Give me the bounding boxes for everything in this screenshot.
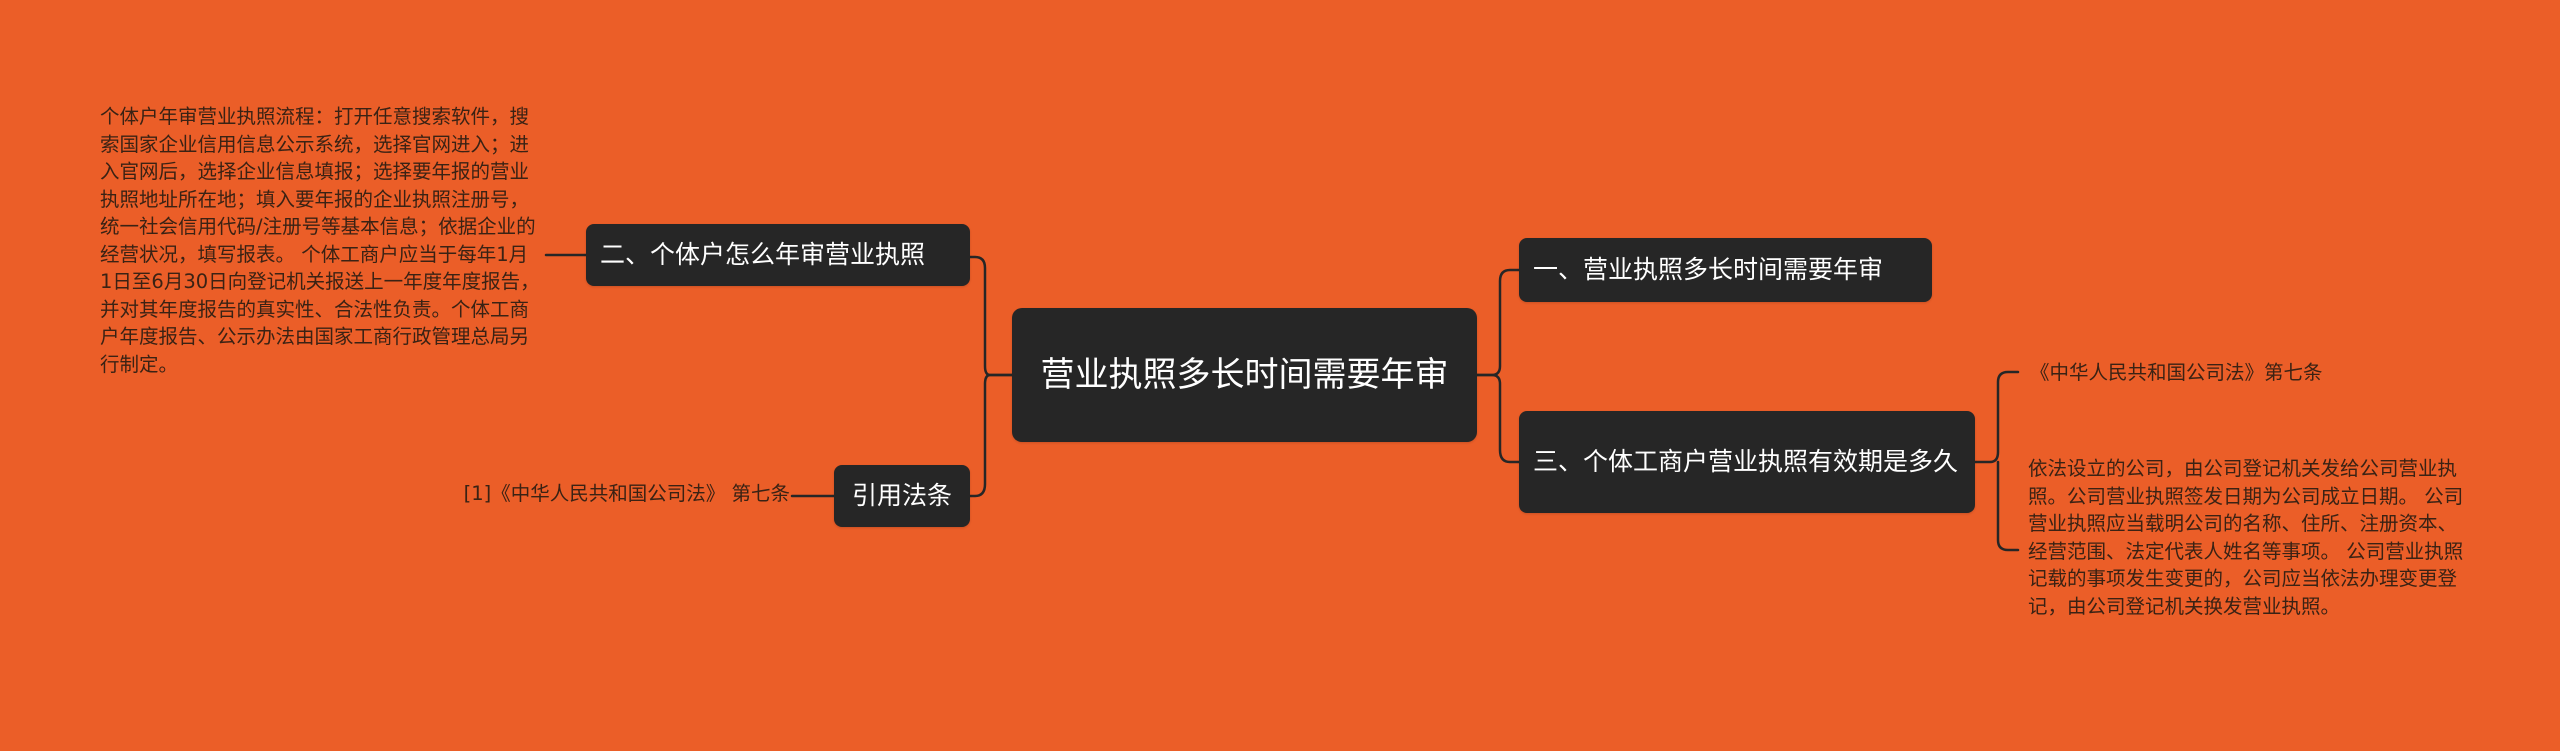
connector-root-left2 (968, 373, 1014, 498)
root-node[interactable]: 营业执照多长时间需要年审 (1012, 308, 1477, 442)
branch-node-review-frequency[interactable]: 一、营业执照多长时间需要年审 (1519, 238, 1932, 302)
branch-node-annual-review-process[interactable]: 二、个体户怎么年审营业执照 (586, 224, 970, 286)
branch-node-label: 三、个体工商户营业执照有效期是多久 (1533, 447, 1959, 476)
branch-node-license-validity[interactable]: 三、个体工商户营业执照有效期是多久 (1519, 411, 1975, 513)
leaf-text-annual-review-process: 个体户年审营业执照流程：打开任意搜索软件，搜索国家企业信用信息公示系统，选择官网… (100, 105, 540, 376)
branch-node-label: 二、个体户怎么年审营业执照 (600, 240, 926, 269)
connector-right3-children (1973, 370, 2020, 552)
branch-node-label: 一、营业执照多长时间需要年审 (1533, 255, 1884, 284)
root-node-label: 营业执照多长时间需要年审 (1040, 355, 1449, 395)
connector-root-right1 (1475, 268, 1521, 377)
branch-node-cited-law[interactable]: 引用法条 (834, 465, 970, 527)
leaf-text-cited-law: [1]《中华人民共和国公司法》 第七条 (463, 482, 790, 505)
leaf-text-company-law-article: 《中华人民共和国公司法》第七条 (2030, 361, 2323, 384)
branch-node-label: 引用法条 (851, 481, 952, 510)
leaf-text-license-description: 依法设立的公司，由公司登记机关发给公司营业执照。公司营业执照签发日期为公司成立日… (2028, 457, 2464, 618)
connector-root-left1 (968, 255, 1014, 377)
connector-root-right3 (1475, 373, 1521, 464)
